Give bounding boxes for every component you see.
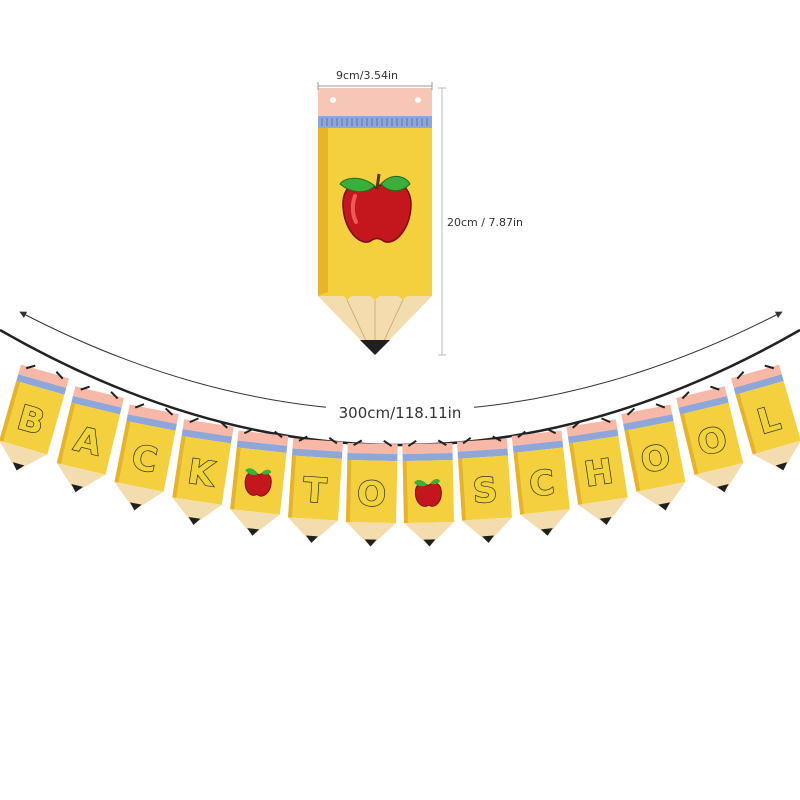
width-label: 9cm/3.54in xyxy=(336,69,398,82)
height-label: 20cm / 7.87in xyxy=(447,216,523,229)
banner-flag: H xyxy=(566,417,628,525)
banner-flag: L xyxy=(730,364,800,471)
banner-letter: C xyxy=(527,463,556,505)
banner-flag: T xyxy=(288,435,344,543)
banner-flag: C xyxy=(511,428,570,536)
apple-icon xyxy=(414,479,442,507)
banner-flag: B xyxy=(0,364,70,471)
flag-top-stripe xyxy=(318,88,432,116)
banner-flag: O xyxy=(676,385,744,493)
banner-flag: O xyxy=(346,439,398,547)
flag-body-shade xyxy=(318,128,328,296)
banner-flag xyxy=(230,428,289,536)
banner-flag: C xyxy=(114,403,179,511)
pencil-lead xyxy=(360,340,390,355)
banner-letter: T xyxy=(302,470,329,511)
banner-string xyxy=(0,328,800,447)
banner-length-label: 300cm/118.11in xyxy=(339,404,462,422)
banner-flag: O xyxy=(621,403,686,511)
banner-flag: A xyxy=(56,385,124,493)
banner-letter: H xyxy=(582,452,616,496)
width-dimension: 9cm/3.54in xyxy=(317,69,433,90)
banner-flag: S xyxy=(456,435,512,543)
flag-band xyxy=(318,116,432,128)
apple-icon xyxy=(244,468,272,497)
band-pattern xyxy=(321,118,428,126)
banner-letter: O xyxy=(357,474,387,515)
banner-letter: S xyxy=(472,470,499,511)
banner-flag: K xyxy=(172,417,234,525)
banner-flag xyxy=(402,439,454,547)
hang-hole xyxy=(330,97,336,103)
hang-hole xyxy=(415,97,421,103)
banner-length-dimension: 300cm/118.11in xyxy=(19,311,783,422)
apple-icon xyxy=(339,173,412,243)
height-dimension: 20cm / 7.87in xyxy=(438,87,523,356)
sample-pencil-flag xyxy=(318,88,432,355)
